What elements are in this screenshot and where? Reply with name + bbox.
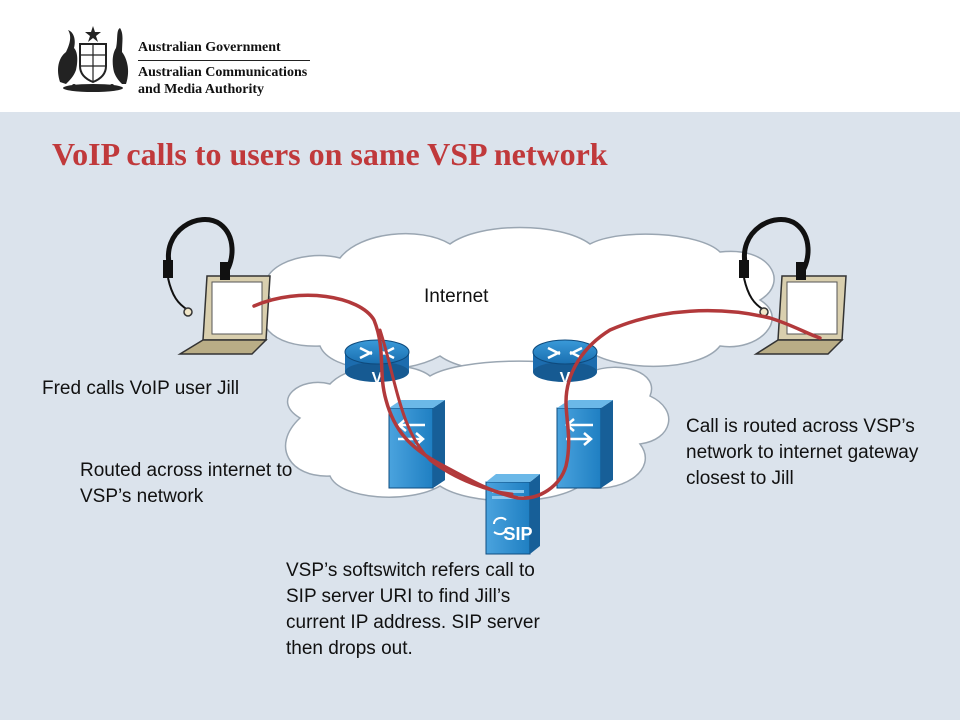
annotation-routed: Routed across internet to VSP’s network (80, 460, 293, 507)
call-path-return (378, 328, 514, 496)
authority-name-line2: and Media Authority (138, 82, 265, 97)
router-right-label: V (560, 370, 571, 387)
internet-label: Internet (424, 286, 489, 307)
annotation-caller: Fred calls VoIP user Jill (42, 378, 240, 399)
internet-cloud (261, 226, 775, 373)
header-divider (138, 60, 310, 61)
laptop-fred (177, 275, 271, 355)
call-path (252, 293, 822, 500)
headset-jill-icon (739, 217, 811, 317)
header-bar: Australian Government Australian Communi… (0, 0, 960, 112)
router-left-label: V (372, 370, 383, 387)
annotation-softswitch: VSP’s softswitch refers call to SIP serv… (286, 560, 540, 659)
headset-fred-icon (163, 217, 235, 317)
government-name: Australian Government (138, 40, 281, 55)
laptop-jill (753, 275, 847, 355)
sip-server: SIP (485, 474, 540, 555)
router-right: V (532, 339, 598, 387)
sip-server-label: SIP (503, 524, 532, 544)
coat-of-arms-logo (58, 26, 129, 92)
authority-name-line1: Australian Communications (138, 65, 308, 80)
annotation-network-route: Call is routed across VSP’s network to i… (686, 416, 919, 489)
slide-title: VoIP calls to users on same VSP network (52, 136, 608, 172)
